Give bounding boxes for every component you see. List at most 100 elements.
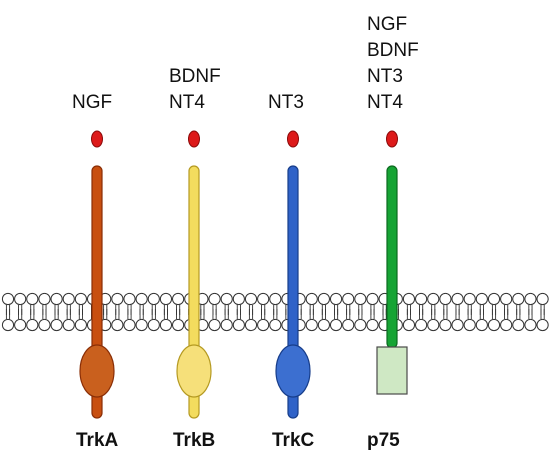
receptor-name: TrkA [76,430,119,451]
inner-lipid-head [536,318,549,332]
outer-lipid-head [26,292,39,306]
inner-lipid-head [524,318,537,332]
inner-lipid-head [1,318,15,332]
receptor-name: TrkB [173,430,215,451]
outer-lipid-head [111,292,124,306]
outer-lipid-head [147,292,160,306]
outer-lipid-head [208,292,221,306]
outer-lipid-head [402,292,416,306]
inner-lipid-head [317,318,330,332]
inner-lipid-head [402,318,416,332]
outer-lipid-head [451,292,464,306]
inner-lipid-head [305,318,318,332]
outer-lipid-head [305,292,318,306]
outer-lipid-head [220,292,233,306]
intracellular-domain [376,346,408,395]
inner-lipid-head [475,318,488,332]
inner-lipid-head [427,318,440,332]
outer-lipid-head [354,292,367,306]
outer-lipid-head [232,292,245,306]
outer-lipid-head [524,292,537,306]
intracellular-domain [79,344,115,398]
cell-membrane-bilayer [1,292,549,332]
inner-lipid-head [439,318,452,332]
ligand-dot [386,130,398,148]
ligand-label: BDNF [367,40,419,61]
inner-lipid-head [269,318,282,332]
outer-lipid-head [427,292,440,306]
ligand-dot [91,130,103,148]
ligand-label: NT4 [367,92,403,113]
outer-lipid-head [123,292,136,306]
outer-lipid-head [366,292,379,306]
inner-lipid-head [208,318,221,332]
outer-lipid-head [74,292,88,306]
inner-lipid-head [487,318,501,332]
outer-lipid-head [257,292,270,306]
inner-lipid-head [451,318,464,332]
inner-lipid-head [329,318,343,332]
inner-lipid-head [257,318,270,332]
outer-lipid-head [536,292,549,306]
inner-lipid-head [342,318,355,332]
ligand-label: BDNF [169,66,221,87]
outer-lipid-head [269,292,282,306]
ligand-dot [287,130,299,148]
outer-lipid-head [50,292,63,306]
outer-lipid-head [329,292,343,306]
outer-lipid-head [135,292,148,306]
inner-lipid-head [123,318,136,332]
receptors-group: NGFTrkABDNFNT4TrkBNT3TrkCNGFBDNFNT3NT4p7… [72,14,419,451]
outer-lipid-head [342,292,355,306]
inner-lipid-head [244,318,258,332]
inner-lipid-head [135,318,148,332]
ligand-label: NGF [367,14,407,35]
outer-lipid-head [439,292,452,306]
outer-lipid-head [500,292,513,306]
inner-lipid-head [512,318,525,332]
ligand-label: NT4 [169,92,205,113]
ligand-label: NGF [72,92,112,113]
outer-lipid-head [487,292,501,306]
inner-lipid-head [26,318,39,332]
inner-lipid-head [463,318,476,332]
outer-lipid-head [317,292,330,306]
intracellular-domain [275,344,311,398]
inner-lipid-head [159,318,173,332]
outer-lipid-head [415,292,428,306]
inner-lipid-head [500,318,513,332]
outer-lipid-head [244,292,258,306]
inner-lipid-head [415,318,428,332]
receptor-name: TrkC [272,430,315,451]
intracellular-domain [176,344,212,398]
ligand-label: NT3 [268,92,304,113]
outer-lipid-head [1,292,15,306]
outer-lipid-head [62,292,75,306]
receptor-name: p75 [367,430,400,451]
inner-lipid-head [111,318,124,332]
inner-lipid-head [366,318,379,332]
inner-lipid-head [62,318,75,332]
outer-lipid-head [172,292,185,306]
outer-lipid-head [38,292,51,306]
inner-lipid-head [38,318,51,332]
inner-lipid-head [232,318,245,332]
ligand-label: NT3 [367,66,403,87]
outer-lipid-head [159,292,173,306]
outer-lipid-head [14,292,27,306]
inner-lipid-head [220,318,233,332]
inner-lipid-head [172,318,185,332]
inner-lipid-head [50,318,63,332]
inner-lipid-head [74,318,88,332]
inner-lipid-head [354,318,367,332]
inner-lipid-head [147,318,160,332]
outer-lipid-head [475,292,488,306]
receptor-trka: NGF TrkA [72,92,119,451]
outer-lipid-head [463,292,476,306]
inner-lipid-head [14,318,27,332]
